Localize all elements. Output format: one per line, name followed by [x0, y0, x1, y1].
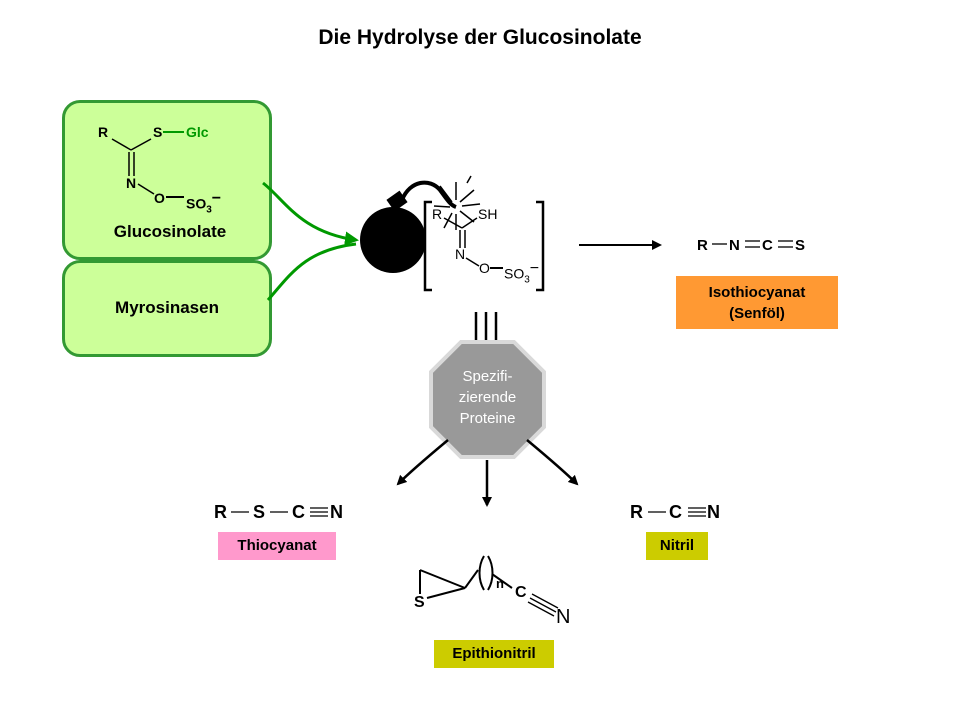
epi-n: N — [556, 606, 571, 628]
thio-r: R — [214, 502, 227, 522]
arrow-to-thiocyanat — [396, 439, 449, 486]
glucosinolate-box — [62, 100, 272, 260]
triple-connector — [474, 312, 498, 340]
iso-s: S — [795, 237, 806, 254]
inter-sub3: 3 — [524, 274, 530, 286]
myrosinasen-label: Myrosinasen — [115, 298, 219, 317]
octagon-line1: Spezifi- — [462, 368, 513, 385]
myrosinasen-box — [62, 260, 272, 357]
epi-s: S — [414, 594, 425, 611]
thio-s: S — [253, 502, 266, 522]
nitril-bonds — [648, 507, 706, 517]
inter-o: O — [479, 260, 490, 276]
gluco-r: R — [98, 124, 109, 140]
iso-c: C — [762, 237, 773, 254]
gluco-so3: SO3− — [186, 190, 221, 215]
isothiocyanat-label-line1: Isothiocyanat — [708, 284, 806, 301]
nitril-c: C — [669, 502, 682, 522]
isothiocyanat-label: Isothiocyanat (Senföl) — [676, 276, 838, 329]
thiocyanat-label: Thiocyanat — [218, 532, 336, 560]
iso-n: N — [729, 237, 740, 254]
inter-r: R — [432, 206, 443, 222]
bond-r-c — [111, 138, 132, 151]
glucosinolate-structure — [111, 131, 184, 198]
page-title: Die Hydrolyse der Glucosinolate — [318, 26, 642, 49]
gluco-glc: Glc — [186, 124, 209, 140]
intermediate-structure — [443, 217, 503, 269]
epi-n-sub: n — [496, 576, 504, 591]
gluco-so: SO — [186, 195, 207, 212]
inter-so3: SO3− — [504, 260, 539, 285]
octagon-label: Spezifi- zierende Proteine — [431, 366, 544, 429]
inter-minus: − — [529, 260, 540, 277]
thio-n: N — [330, 502, 343, 522]
octagon-line2: zierende — [458, 389, 517, 406]
gluco-s: S — [153, 124, 163, 140]
octagon-shape — [429, 340, 546, 459]
inter-sh: SH — [478, 206, 498, 222]
isothiocyanat-label-line2: (Senföl) — [729, 305, 785, 322]
gluco-n: N — [126, 175, 137, 191]
bomb-icon — [360, 175, 481, 273]
epi-c: C — [515, 584, 527, 601]
thio-c: C — [292, 502, 305, 522]
octagon-line3: Proteine — [459, 410, 516, 427]
bond-c-s — [130, 138, 152, 151]
arrow-to-nitril — [526, 439, 579, 486]
inter-so: SO — [504, 265, 525, 282]
thiocyanat-bonds — [231, 507, 328, 517]
inter-n: N — [455, 246, 466, 262]
nitril-label: Nitril — [646, 532, 708, 560]
nitril-n: N — [707, 502, 720, 522]
epithionitril-structure — [419, 555, 559, 617]
intermediate-brackets — [423, 200, 545, 292]
gluco-minus: − — [211, 190, 222, 207]
isothiocyanat-bonds — [712, 240, 793, 248]
bond-n-o — [137, 183, 155, 195]
green-arrow-lower — [266, 242, 357, 301]
iso-r: R — [697, 237, 708, 254]
gluco-sub3: 3 — [206, 204, 212, 216]
epithionitril-label: Epithionitril — [434, 640, 554, 668]
gluco-o: O — [154, 190, 165, 206]
green-arrow-upper — [262, 181, 359, 246]
nitril-r: R — [630, 502, 643, 522]
glucosinolate-label: Glucosinolate — [113, 222, 227, 241]
